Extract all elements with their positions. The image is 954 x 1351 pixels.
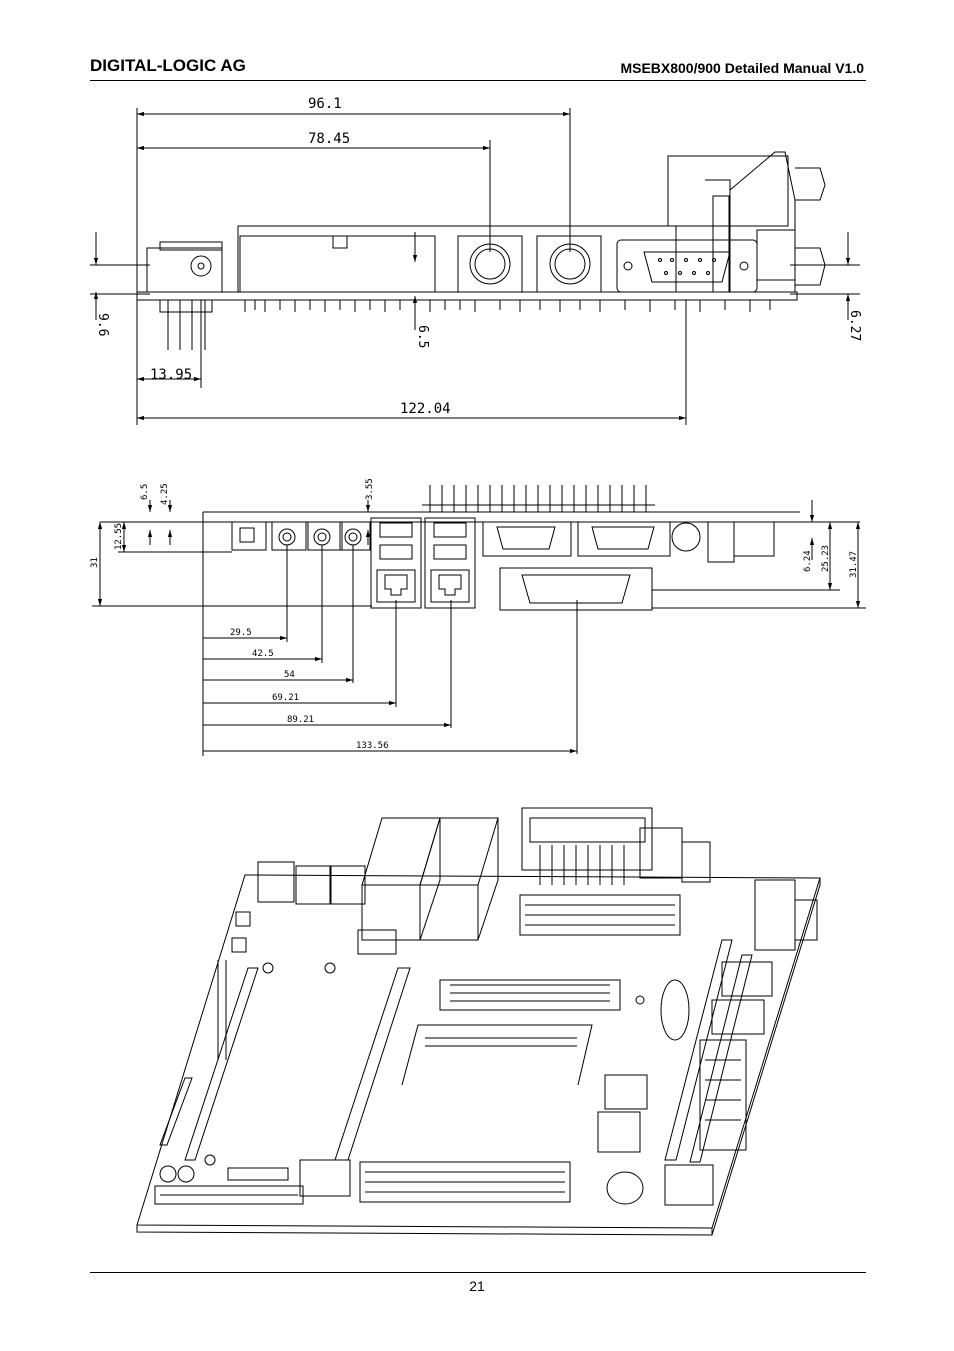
side-view-labels: 96.1 78.45 13.95 122.04 9.6 6.5 6.27 (95, 96, 862, 417)
isometric-board-drawing (136, 807, 821, 1236)
page-number: 21 (469, 1278, 485, 1294)
front-view-drawing (92, 485, 866, 756)
dim-6-5-front: 6.5 (140, 484, 150, 500)
dim-31: 31 (90, 557, 100, 568)
dim-6-5-side: 6.5 (415, 325, 430, 348)
dim-89-21: 89.21 (287, 715, 314, 725)
header-rule (90, 80, 866, 81)
side-view-drawing (90, 108, 860, 425)
dim-78-45: 78.45 (308, 131, 350, 147)
dim-29-5: 29.5 (230, 628, 252, 638)
dim-96-1: 96.1 (308, 96, 342, 112)
dim-3-55: 3.55 (365, 478, 375, 500)
dim-12-55: 12.55 (114, 523, 124, 550)
dim-122-04: 122.04 (400, 401, 451, 417)
dim-31-47: 31.47 (849, 551, 859, 578)
dim-69-21: 69.21 (272, 693, 299, 703)
dim-4-25: 4.25 (160, 483, 170, 505)
dim-133-56: 133.56 (356, 741, 389, 751)
dim-42-5: 42.5 (252, 649, 274, 659)
dim-9-6: 9.6 (95, 313, 110, 336)
company-name: DIGITAL-LOGIC AG (90, 56, 246, 75)
dim-54: 54 (284, 670, 295, 680)
dim-25-23: 25.23 (821, 545, 831, 572)
dim-6-24: 6.24 (803, 550, 813, 572)
dim-13-95: 13.95 (150, 367, 192, 383)
front-view-labels: 6.5 4.25 3.55 12.55 31 6.24 25.23 31.47 … (90, 478, 859, 751)
dim-6-27: 6.27 (847, 310, 862, 341)
manual-title: MSEBX800/900 Detailed Manual V1.0 (620, 60, 864, 76)
footer-rule (90, 1272, 866, 1273)
